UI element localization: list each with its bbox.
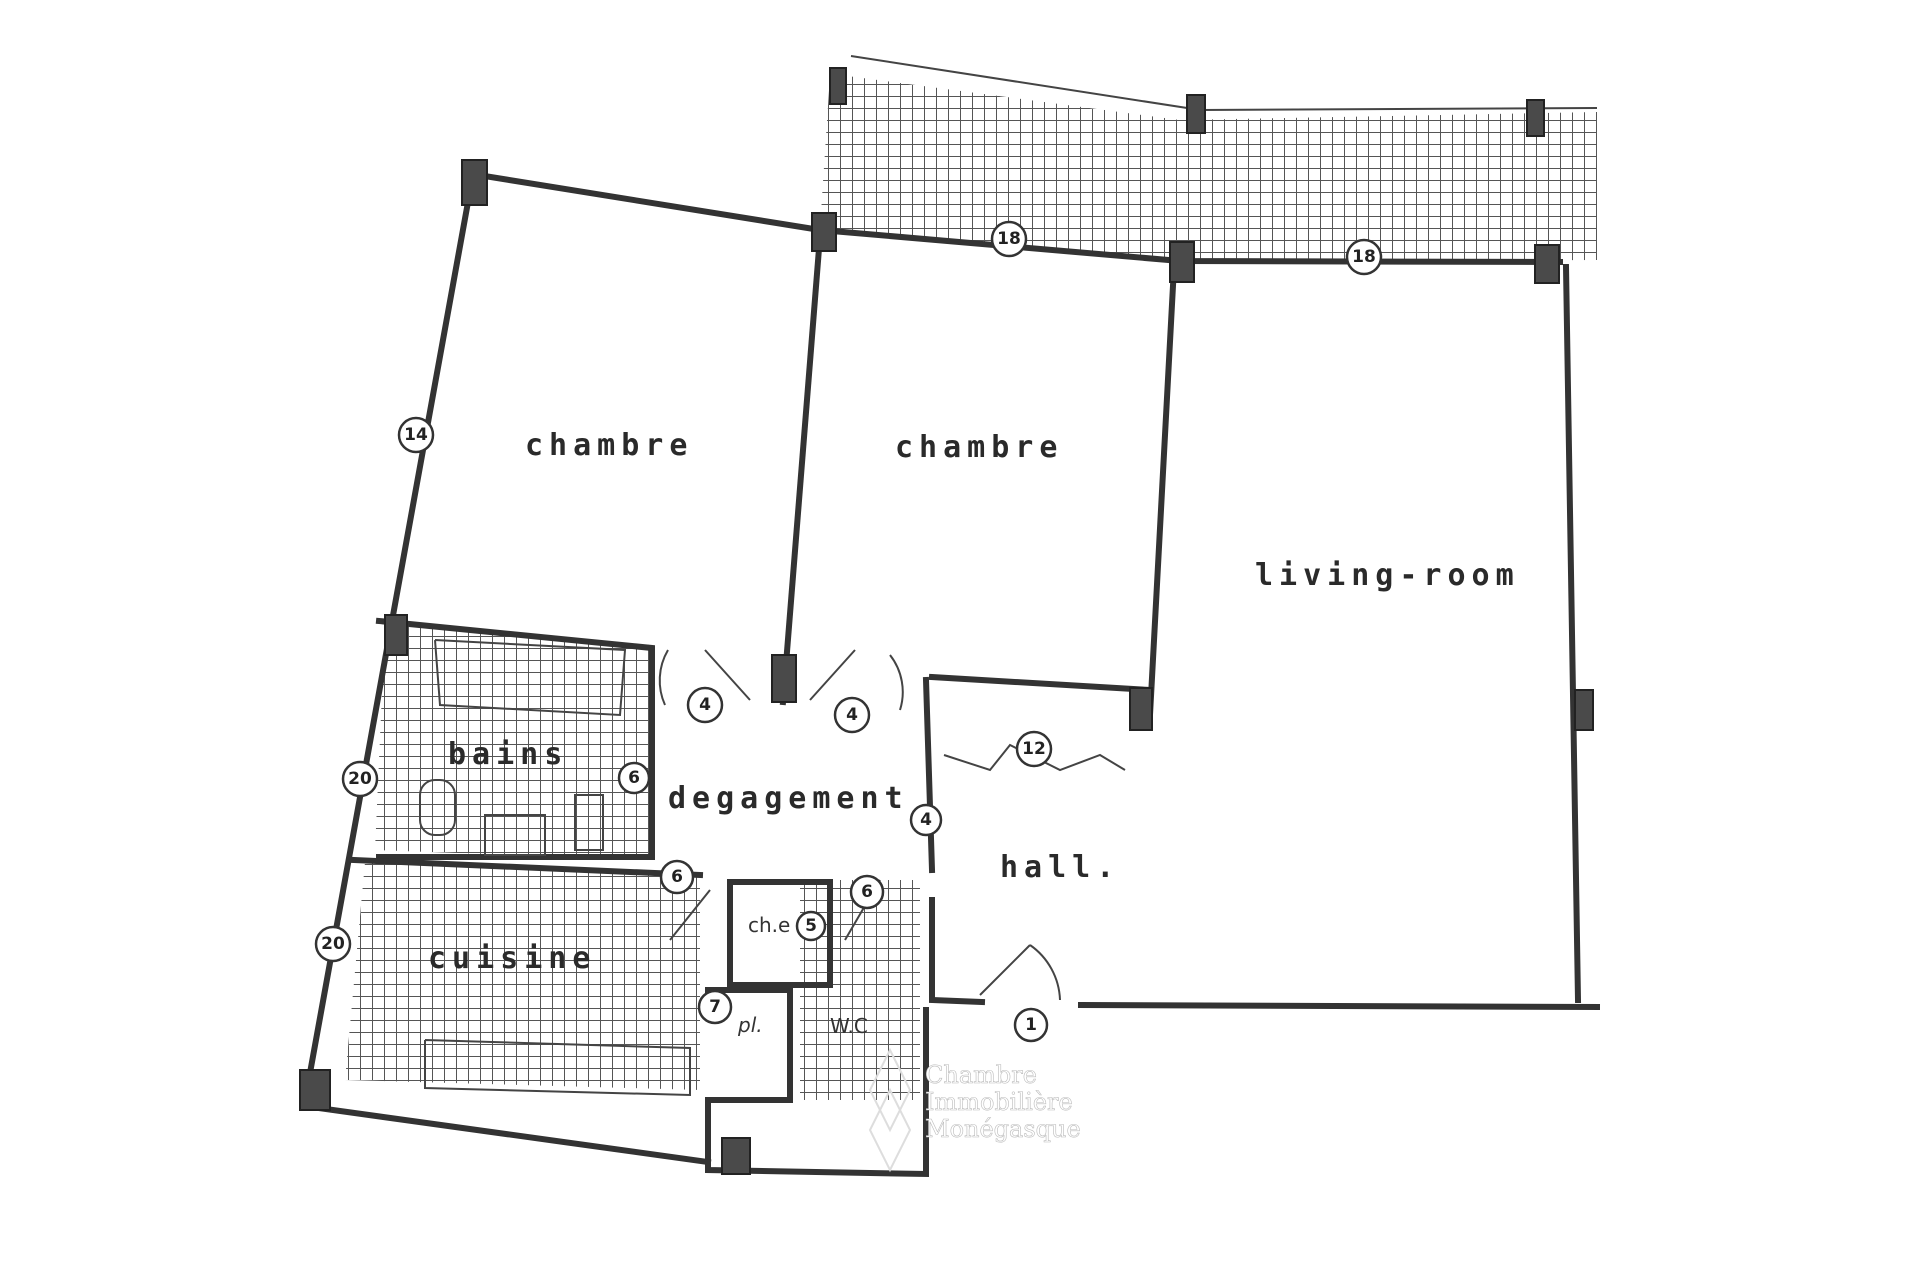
svg-text:4: 4 (699, 695, 711, 715)
marker: 12 (1015, 730, 1053, 768)
watermark-logo: Chambre Immobilière Monégasque (868, 1047, 1081, 1173)
room-label-placard: pl. (737, 1013, 763, 1037)
svg-text:18: 18 (1352, 247, 1376, 267)
room-label-bains: bains (448, 737, 568, 772)
marker: 18 (990, 220, 1028, 258)
svg-text:20: 20 (321, 934, 345, 954)
marker: 20 (314, 925, 352, 963)
marker: 6 (659, 859, 695, 895)
svg-text:20: 20 (348, 769, 372, 789)
columns (299, 67, 1594, 1175)
svg-text:4: 4 (846, 705, 858, 725)
marker: 4 (909, 803, 943, 837)
tiled-floors (345, 625, 920, 1100)
marker: 7 (697, 989, 733, 1025)
marker: 6 (849, 874, 885, 910)
door-swings (658, 649, 1061, 1001)
marker: 4 (686, 686, 724, 724)
svg-text:6: 6 (671, 867, 683, 887)
room-label-degagement: degagement (668, 781, 909, 816)
room-label-hall: hall. (1000, 850, 1120, 885)
svg-text:4: 4 (920, 810, 932, 830)
room-label-living-room: living-room (1255, 558, 1520, 593)
room-label-chauffe-eau: ch.e (748, 913, 790, 937)
svg-text:7: 7 (709, 997, 721, 1017)
svg-text:12: 12 (1022, 739, 1046, 759)
marker: 14 (397, 416, 435, 454)
room-label-cuisine: cuisine (428, 941, 596, 976)
room-label-chambre-2: chambre (895, 430, 1063, 465)
marker: 5 (795, 910, 827, 942)
svg-text:1: 1 (1025, 1015, 1037, 1035)
terrace (820, 55, 1598, 262)
markers: 14 18 18 4 4 12 6 20 4 6 6 20 5 7 1 (314, 220, 1383, 1043)
room-label-chambre-1: chambre (525, 428, 693, 463)
marker: 6 (617, 761, 651, 795)
marker: 18 (1345, 238, 1383, 276)
svg-text:18: 18 (997, 229, 1021, 249)
svg-text:6: 6 (628, 768, 640, 788)
marker: 4 (833, 696, 871, 734)
marker: 1 (1013, 1007, 1049, 1043)
svg-text:Monégasque: Monégasque (925, 1115, 1081, 1143)
svg-text:Immobilière: Immobilière (925, 1088, 1073, 1116)
room-label-wc: W.C (830, 1014, 868, 1038)
svg-text:5: 5 (805, 916, 817, 936)
marker: 20 (341, 760, 379, 798)
svg-text:14: 14 (404, 425, 428, 445)
svg-text:6: 6 (861, 882, 873, 902)
svg-text:Chambre: Chambre (925, 1061, 1037, 1089)
